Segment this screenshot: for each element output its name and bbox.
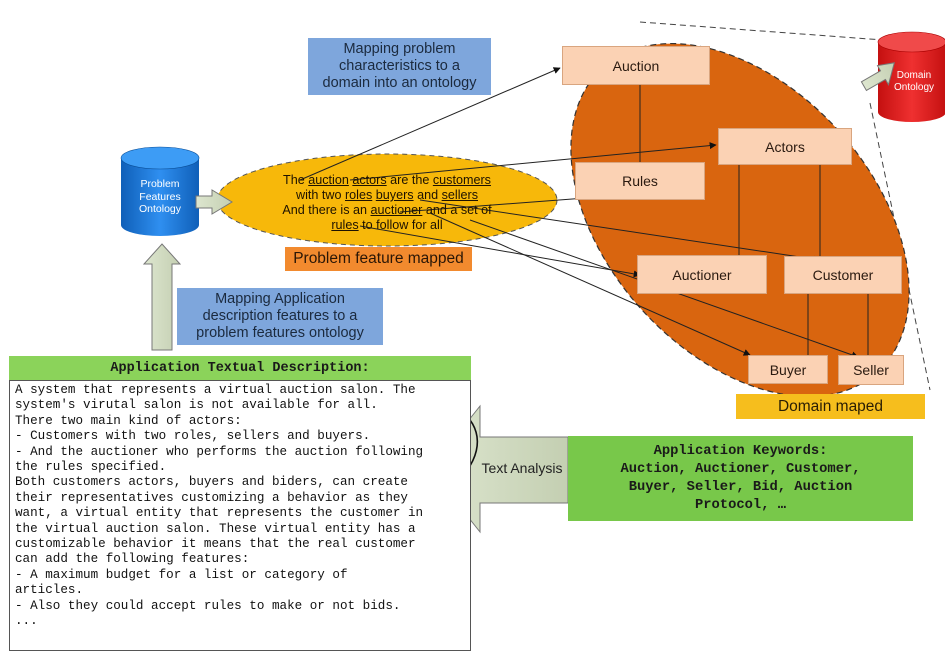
desc-line: A system that represents a virtual aucti… (15, 383, 416, 397)
domain-label: Domain maped (736, 394, 925, 419)
kw-actors: actors (352, 173, 387, 187)
desc-line: - And the auctioner who performs the auc… (15, 444, 424, 459)
desc-line: There two main kind of actors: (15, 413, 242, 428)
desc-line: Both customers actors, buyers and biders… (15, 475, 408, 490)
problem-feature-text: The auction actors are the customers wit… (282, 173, 492, 232)
keywords-line: Buyer, Seller, Bid, Auction (628, 480, 853, 495)
desc-line: system's virutal salon is not available … (15, 398, 378, 413)
app-description-text: A system that represents a virtual aucti… (9, 380, 471, 651)
problem-ontology-arrow (195, 189, 233, 215)
kw-roles: roles (344, 188, 373, 202)
dashed-guide-bottom (869, 102, 931, 391)
domain-ontology-label: Domain Ontology (893, 70, 935, 93)
problem-feature-label: Problem feature mapped (285, 247, 472, 271)
desc-line: the virtual auction salon. These virtual… (15, 521, 416, 536)
keywords-box: Application Keywords: Auction, Auctioner… (568, 436, 913, 521)
node-rules[interactable]: Rules (575, 162, 705, 200)
app-description-title: Application Textual Description: (9, 356, 471, 380)
domain-connectors (639, 84, 869, 357)
kw-auctioner: auctioner (370, 203, 423, 217)
desc-line: the rules specified. (15, 460, 167, 475)
description-up-arrow (142, 243, 182, 351)
desc-line: articles. (15, 583, 84, 598)
kw-sellers: sellers (441, 188, 479, 202)
kw-auction: auction (308, 173, 349, 187)
node-seller[interactable]: Seller (838, 355, 904, 385)
desc-line: can add the following features: (15, 552, 250, 567)
dashed-guide-top (639, 21, 911, 43)
node-customer[interactable]: Customer (784, 256, 902, 294)
kw-buyers: buyers (375, 188, 414, 202)
desc-line: their representatives customizing a beha… (15, 490, 408, 505)
mapping-application-note-text: Mapping Application description features… (196, 291, 364, 341)
mapping-problem-note-text: Mapping problem characteristics to a dom… (322, 41, 477, 91)
desc-line: want, a virtual entity that represents t… (15, 506, 424, 521)
keywords-line: Auction, Auctioner, Customer, (620, 462, 861, 477)
mapping-problem-note: Mapping problem characteristics to a dom… (308, 38, 491, 95)
node-buyer[interactable]: Buyer (748, 355, 828, 384)
node-auctioner[interactable]: Auctioner (637, 255, 767, 294)
kw-customers: customers (432, 173, 491, 187)
node-auction[interactable]: Auction (562, 46, 710, 85)
text-analysis-label: Text Analysis (481, 460, 563, 476)
desc-line: - Customers with two roles, sellers and … (15, 429, 371, 444)
problem-features-ontology-label: Problem Features Ontology (138, 178, 182, 215)
mapping-application-note: Mapping Application description features… (177, 288, 383, 345)
desc-line: - Also they could accept rules to make o… (15, 598, 401, 613)
problem-features-ontology-cylinder (120, 146, 200, 236)
keywords-line: Protocol, … (694, 498, 787, 513)
node-actors[interactable]: Actors (718, 128, 852, 165)
domain-ontology-arrow (860, 62, 896, 92)
keywords-title: Application Keywords: (653, 444, 828, 459)
kw-rules: rules (331, 218, 359, 232)
desc-line: - A maximum budget for a list or categor… (15, 567, 348, 582)
domain-ontology-cylinder (877, 31, 945, 122)
desc-line: customizable behavior it means that the … (15, 537, 416, 552)
desc-line: ... (15, 614, 38, 629)
